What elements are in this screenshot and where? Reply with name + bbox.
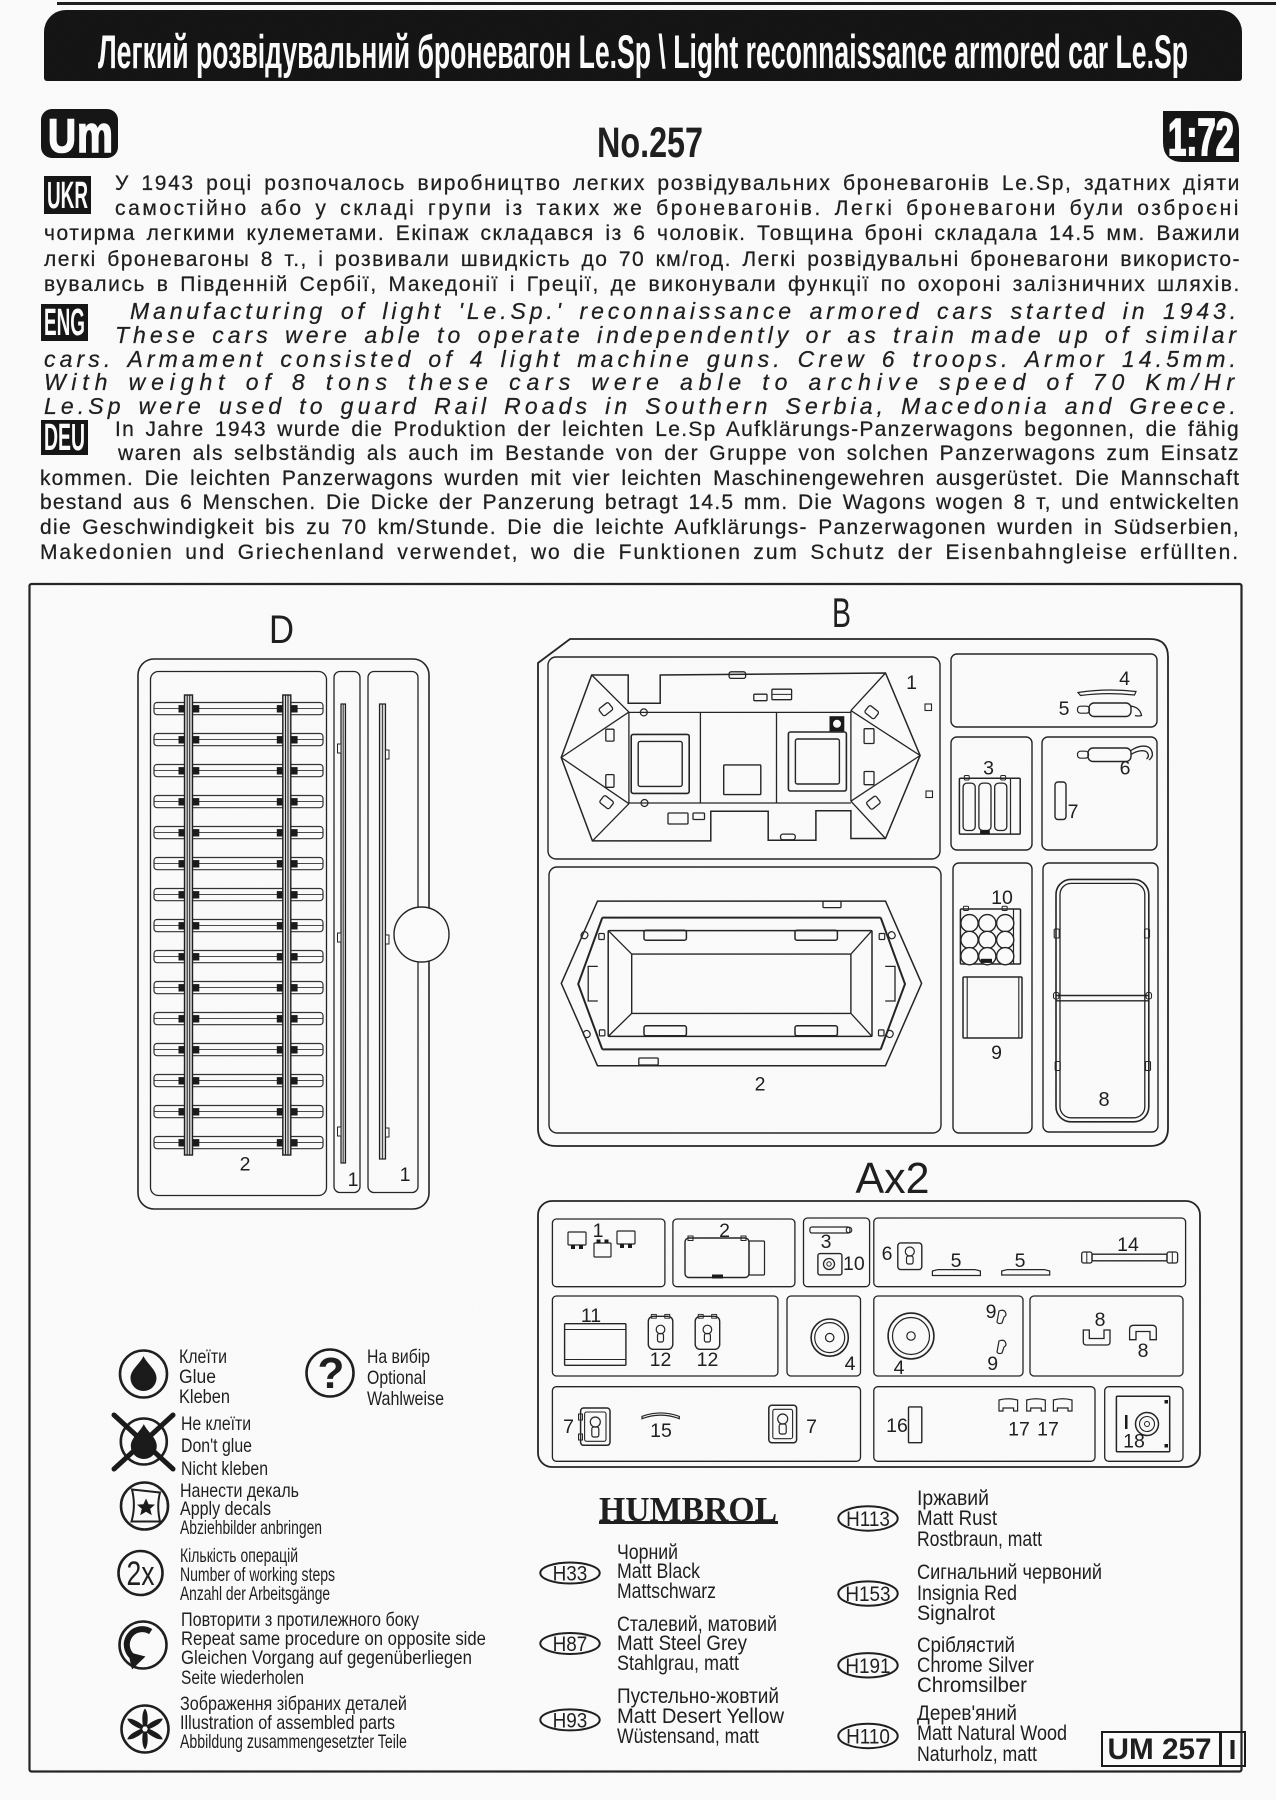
svg-text:H113: H113: [846, 1508, 890, 1531]
svg-text:H33: H33: [553, 1563, 588, 1586]
svg-text:10: 10: [843, 1253, 865, 1275]
svg-text:6: 6: [1120, 758, 1131, 780]
svg-text:H87: H87: [553, 1633, 588, 1656]
svg-text:4: 4: [845, 1353, 856, 1375]
svg-text:1: 1: [348, 1169, 359, 1191]
svg-text:4: 4: [894, 1357, 905, 1379]
svg-text:3: 3: [821, 1231, 832, 1253]
svg-text:10: 10: [991, 887, 1013, 909]
svg-text:8: 8: [1098, 1089, 1109, 1111]
svg-text:18: 18: [1123, 1431, 1145, 1453]
svg-text:11: 11: [581, 1305, 601, 1327]
svg-text:17: 17: [1008, 1419, 1030, 1441]
svg-text:9: 9: [986, 1301, 997, 1323]
svg-text:H191: H191: [845, 1655, 890, 1678]
svg-text:2x: 2x: [126, 1555, 154, 1593]
svg-text:8: 8: [1095, 1309, 1106, 1331]
svg-text:7: 7: [1068, 801, 1079, 823]
svg-text:B: B: [832, 589, 851, 636]
svg-text:12: 12: [697, 1349, 719, 1371]
svg-text:15: 15: [650, 1420, 672, 1442]
svg-text:H153: H153: [845, 1583, 890, 1606]
svg-text:4: 4: [1119, 668, 1130, 690]
svg-text:17: 17: [1037, 1419, 1059, 1441]
svg-text:2: 2: [240, 1154, 251, 1176]
svg-text:2: 2: [719, 1220, 730, 1242]
svg-text:8: 8: [1138, 1340, 1149, 1362]
svg-text:5: 5: [1015, 1250, 1026, 1272]
svg-text:3: 3: [983, 758, 994, 780]
svg-text:2: 2: [755, 1074, 766, 1096]
svg-text:D: D: [269, 608, 294, 652]
svg-text:7: 7: [806, 1416, 817, 1438]
svg-text:5: 5: [1059, 698, 1070, 720]
svg-text:1: 1: [593, 1220, 604, 1242]
svg-text:?: ?: [318, 1349, 345, 1398]
svg-text:9: 9: [987, 1353, 998, 1375]
svg-text:5: 5: [951, 1250, 962, 1272]
svg-text:16: 16: [886, 1415, 908, 1437]
svg-text:9: 9: [991, 1042, 1002, 1064]
svg-text:12: 12: [650, 1349, 672, 1371]
svg-text:Ax2: Ax2: [856, 1154, 930, 1203]
svg-text:1: 1: [400, 1164, 411, 1186]
svg-text:H110: H110: [846, 1726, 890, 1749]
svg-text:6: 6: [882, 1243, 893, 1265]
svg-text:14: 14: [1117, 1234, 1139, 1256]
svg-text:1: 1: [906, 672, 917, 694]
svg-text:H93: H93: [553, 1710, 588, 1733]
svg-text:7: 7: [563, 1416, 574, 1438]
